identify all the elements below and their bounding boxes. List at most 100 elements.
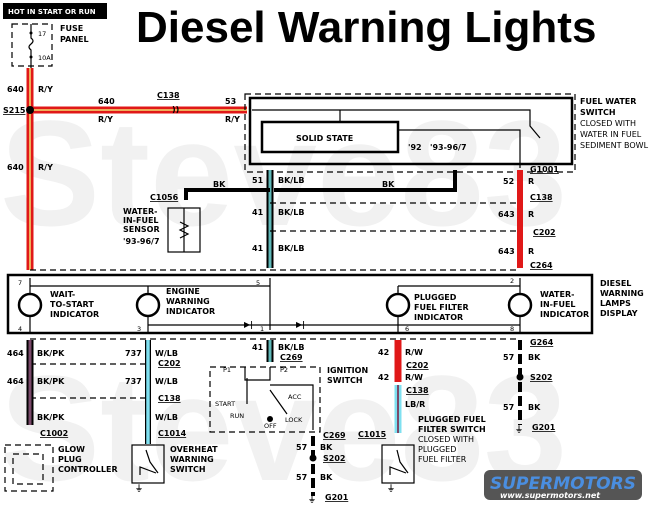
connector-label: C202 [533,228,556,237]
wire-label: BK/LB [278,244,304,253]
wire-label: 464 [7,377,24,386]
wire-label: 57 [503,353,514,362]
switch-icon [389,449,409,475]
wire-label: BK [528,403,541,412]
display-title: LAMPS [600,299,631,308]
ign-label: RUN [230,412,244,420]
pin-label: 4 [18,325,22,333]
connector-label: S202 [530,373,552,382]
lamp-engine-warning: ENGINE WARNING INDICATOR [135,287,215,332]
pin-label: 8 [510,325,514,333]
fuse-rating: 10A [38,54,51,62]
wire-bk [184,170,457,200]
glow-plug-controller-box [4,444,54,492]
wif-sensor-label: '93-96/7 [123,237,160,246]
logo-url: www.supermotors.net [500,491,601,500]
ignition-switch-label: IGNITION [327,366,368,375]
lamps-display-box [6,273,594,335]
ign-label: START [215,400,235,408]
connector-label: C1014 [158,429,187,438]
connector-label: C1056 [150,193,179,202]
fuse-icon [28,24,34,68]
lamp-label: INDICATOR [50,310,99,319]
connector-label: C138 [406,386,429,395]
connector-label: C1015 [358,430,387,439]
display-title: WARNING [600,289,644,298]
fuse-number: 17 [38,30,46,38]
ground-icon: ⏚ [515,425,523,434]
banner-text: HOT IN START OR RUN [8,8,96,16]
lamp-label: WARNING [166,297,210,306]
pin-label: 7 [18,279,22,287]
pin-label: 3 [137,325,141,333]
wire-label: BK/LB [278,208,304,217]
wire-label: BK/PK [37,413,65,422]
wire-label: 737 [125,349,142,358]
supermotors-logo: SUPERMOTORS www.supermotors.net [484,470,642,500]
ignition-switch-label: SWITCH [327,376,363,385]
pff-switch-label: PLUGGED [418,445,456,454]
wire-label: 51 [252,176,264,185]
display-title: DISPLAY [600,309,638,318]
wire-label: R/Y [98,115,113,124]
switch-icon [139,449,159,475]
display-title: DIESEL [600,279,631,288]
glow-plug-label: GLOW [58,445,85,454]
fuel-water-switch-dashed [244,93,576,173]
connector-label: C202 [158,359,181,368]
connector-label: C138 [158,394,181,403]
wire-label: 57 [503,403,514,412]
fuel-water-switch-box [248,96,574,166]
lamp-label: TO-START [50,300,94,309]
wire-label: 643 [498,210,515,219]
wire-label: 57 [296,473,307,482]
wire-label: R/W [405,348,423,357]
wif-sensor-label: IN-FUEL [123,216,159,225]
watermark-bottom: Steve83 [0,344,567,508]
fuel-water-title: FUEL WATER [580,97,636,106]
lamp-label: IN-FUEL [540,300,576,309]
logo-brand: SUPERMOTORS [490,474,636,494]
wire-label: 643 [498,247,515,256]
overheat-switch-box [131,444,165,484]
ign-label: LOCK [285,416,303,424]
wire-label: 42 [378,348,389,357]
ign-label: OFF [264,422,277,430]
ground-icon: ⏚ [135,484,143,493]
wire-label: 737 [125,377,142,386]
fuse-panel-label-1: FUSE [60,24,83,33]
lamp-icon [385,292,411,318]
ground-icon: ⏚ [308,495,316,504]
wire-label: R [528,210,534,219]
wire-label: BK [320,473,333,482]
banner-bg [3,3,107,19]
wire-label: 464 [7,349,24,358]
wire-label: 53 [225,97,236,106]
connector-label: G201 [532,423,556,432]
wire-label: R [528,177,534,186]
lamp-icon [135,292,161,318]
lamp-wait-to-start: WAIT- TO-START INDICATOR [17,278,99,332]
wire-label: 41 [252,343,264,352]
lamp-icon [17,292,43,318]
resistor-icon [178,221,190,239]
wire-label: W/LB [155,349,178,358]
connector-label: C1002 [40,429,68,438]
ign-label: P1 [223,366,231,374]
connector-c138-glyph: )) [172,105,179,114]
connector-label: G201 [325,493,349,502]
wire-label: R [528,247,534,256]
lamp-label: ENGINE [166,287,200,296]
pin-label: 1 [260,325,264,333]
wire-label: 640 [7,85,24,94]
wire-label: R/Y [38,163,53,172]
connector-label: C264 [530,261,553,270]
solid-state-box [260,120,400,154]
switch-pivot [267,416,273,422]
overheat-label: SWITCH [170,465,206,474]
fuel-water-desc: SEDIMENT BOWL [580,141,649,150]
wire-label: W/LB [155,413,178,422]
connector-label: C138 [157,91,180,100]
page-title: Diesel Warning Lights [136,3,596,52]
